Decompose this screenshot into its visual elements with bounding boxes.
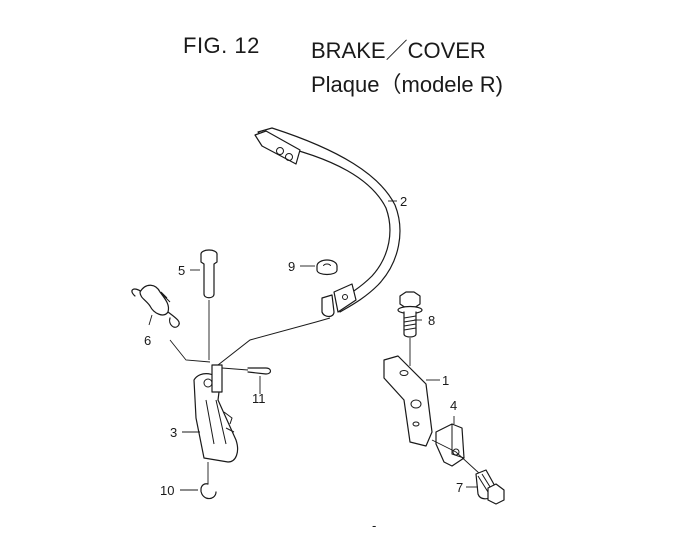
figure-title: BRAKE／COVER — [311, 38, 486, 63]
callout-2: 2 — [400, 194, 407, 209]
snap-ring-part — [200, 462, 217, 500]
clip-part — [431, 423, 481, 475]
callout-4: 4 — [450, 398, 457, 413]
brake-band-part — [254, 127, 401, 318]
brake-lever-part — [193, 364, 239, 463]
leader-lines — [148, 200, 478, 491]
callout-10: 10 — [160, 483, 174, 498]
spring-part — [131, 284, 211, 363]
callout-1: 1 — [442, 373, 449, 388]
cotter-pin-part — [221, 367, 272, 375]
callout-7: 7 — [456, 480, 463, 495]
callout-6: 6 — [144, 333, 151, 348]
figure-number: FIG. 12 — [183, 33, 260, 58]
brake-rod — [217, 317, 331, 366]
callout-5: 5 — [178, 263, 185, 278]
figure-subtitle: Plaque（modele R) — [311, 72, 503, 97]
callout-3: 3 — [170, 425, 177, 440]
callout-9: 9 — [288, 259, 295, 274]
callout-11: 11 — [252, 391, 266, 406]
page-mark: - — [372, 518, 376, 533]
bracket-part — [383, 355, 433, 447]
flange-bolt-top-part — [397, 291, 423, 366]
clevis-pin-part — [200, 249, 218, 360]
flange-bolt-bottom-part — [475, 469, 505, 505]
washer-part — [316, 259, 338, 276]
callout-8: 8 — [428, 313, 435, 328]
figure-header: FIG. 12 BRAKE／COVER Plaque（modele R) — [0, 0, 685, 100]
